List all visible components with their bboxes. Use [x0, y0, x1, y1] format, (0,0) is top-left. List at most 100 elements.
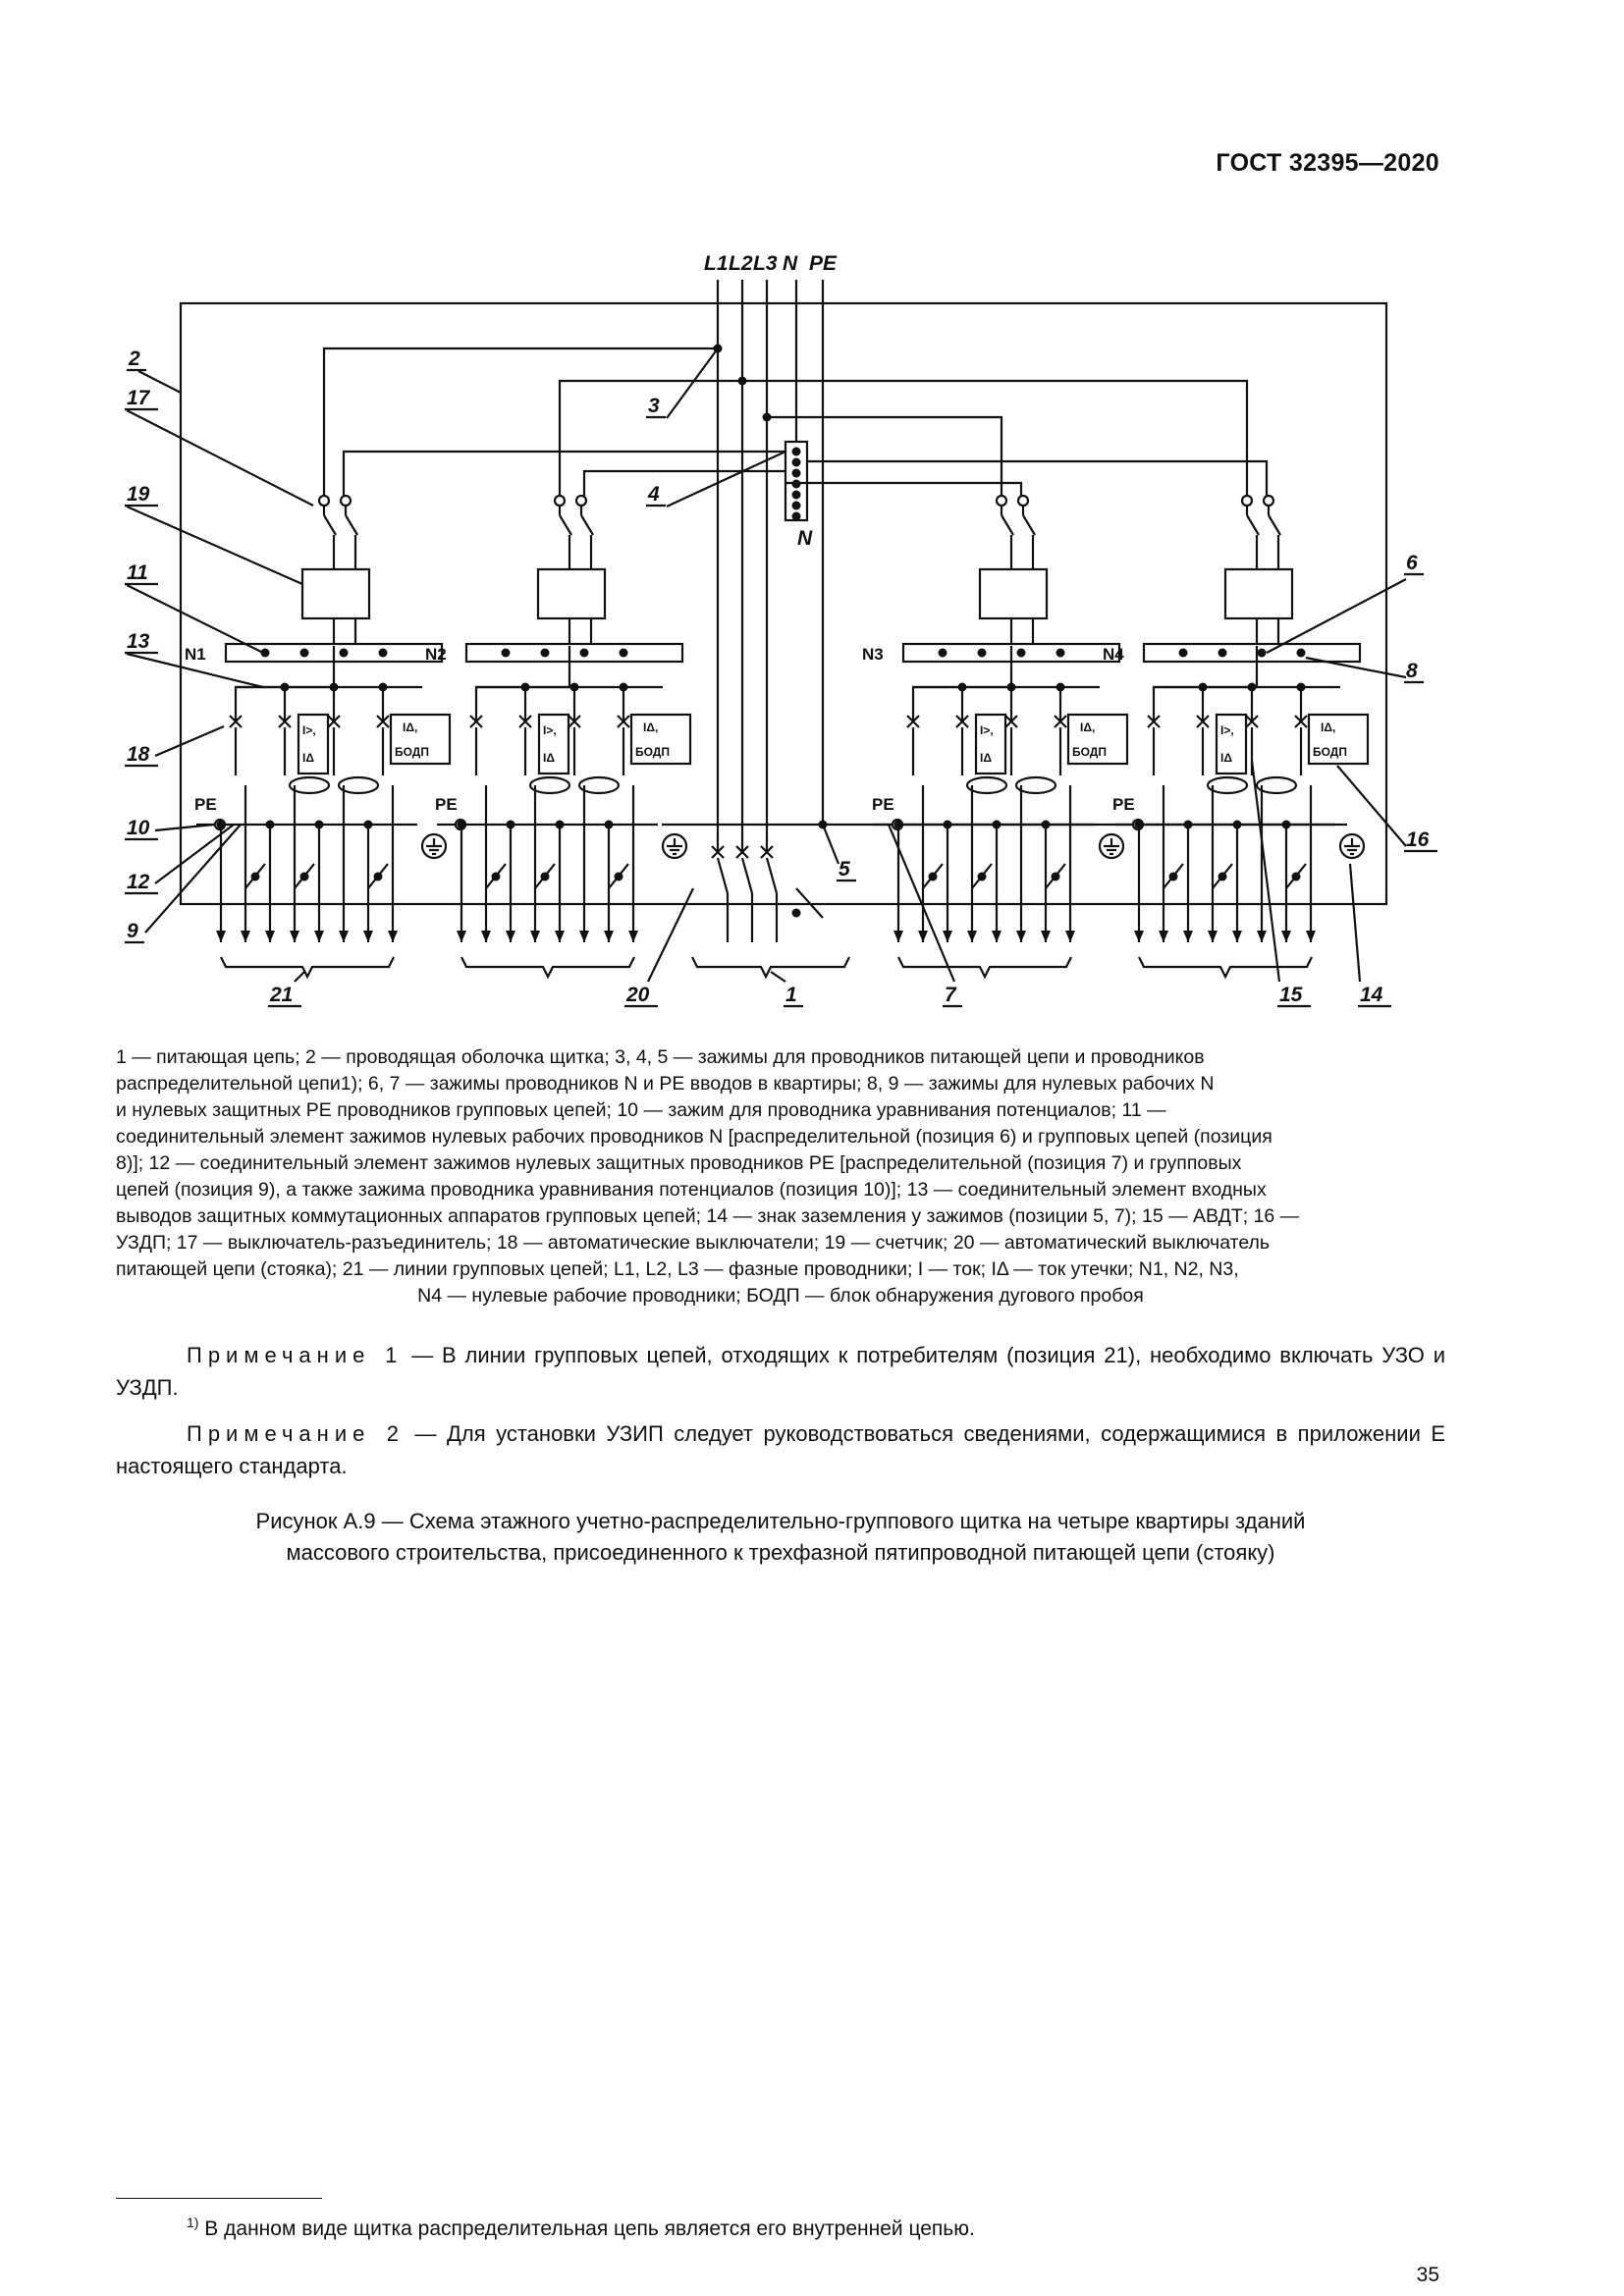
n-bus-terminal [1056, 648, 1065, 658]
afdd-label: БОДП [1072, 745, 1107, 759]
rcd-coil [577, 775, 621, 795]
junction-dot [619, 682, 628, 692]
wire [785, 481, 1023, 501]
breaker-mark [1147, 715, 1161, 728]
arrow-head [918, 931, 928, 942]
note-2: Примечание 2 — Для установки УЗИП следуе… [116, 1417, 1445, 1482]
feeder-blade [740, 857, 754, 894]
isolator-blade [559, 514, 572, 536]
isolator-contact [995, 494, 1008, 507]
bus-label-N: N [783, 252, 798, 275]
device-i-label: I>, [980, 723, 994, 737]
arrow-head [1281, 931, 1291, 942]
footnote: 1) В данном виде щитка распределительная… [187, 2215, 975, 2241]
arrow-head [241, 931, 250, 942]
breaker-mark [1294, 715, 1308, 728]
junction-dot [363, 820, 373, 829]
page-number: 35 [1416, 2264, 1439, 2286]
feeder-blade [716, 857, 730, 894]
junction-dot [737, 376, 747, 386]
arrow-head [555, 931, 565, 942]
junction-dot [314, 820, 324, 829]
n-bus-terminal [1016, 648, 1026, 658]
arrow-head [1257, 931, 1267, 942]
legend-line: питающей цепи (стояка); 21 — линии групп… [116, 1258, 1239, 1280]
n-bus-terminal [977, 648, 987, 658]
n-bus-bar [464, 642, 684, 664]
arrow-head [628, 931, 638, 942]
device-idelta-label: IΔ [543, 751, 555, 765]
isolator-blade [1268, 514, 1281, 536]
leader-line [770, 971, 786, 983]
breaker-dot [373, 872, 383, 881]
n-bus-terminal [619, 648, 628, 658]
breaker-mark [376, 715, 390, 728]
legend-line: и нулевых защитных PE проводников группо… [116, 1099, 1166, 1121]
leader-line [821, 824, 840, 865]
pe-label: PE [435, 795, 458, 814]
bus-label-L3: L3 [753, 252, 778, 275]
note-2-head: Примечание 2 [187, 1421, 406, 1446]
legend-line: соединительный элемент зажимов нулевых р… [116, 1126, 1272, 1148]
afdd-label: IΔ, [1321, 721, 1335, 734]
note-1: Примечание 1 — В линии групповых цепей, … [116, 1339, 1445, 1404]
callout-14: 14 [1360, 984, 1383, 1006]
isolator-blade [1022, 514, 1036, 536]
brace [1138, 956, 1313, 980]
isolator-blade [1001, 514, 1014, 536]
group-label-N2: N2 [425, 645, 447, 664]
arrow-head [1134, 931, 1144, 942]
isolator-blade [580, 514, 594, 536]
junction-dot [1198, 682, 1208, 692]
legend-line: 8)]; 12 — соединительный элемент зажимов… [116, 1152, 1242, 1174]
arrow-head [216, 931, 226, 942]
afdd-box [629, 713, 692, 766]
arrow-head [388, 931, 398, 942]
rcbo-box [974, 713, 1007, 775]
leader-line [1266, 578, 1407, 654]
rcbo-box [297, 713, 330, 775]
callout-21: 21 [269, 984, 293, 1006]
footnote-rule [116, 2198, 322, 2199]
legend: 1 — питающая цепь; 2 — проводящая оболоч… [116, 1044, 1445, 1309]
legend-line: распределительной цепи1); 6, 7 — зажимы … [116, 1073, 1215, 1095]
feeder-blade [765, 857, 779, 894]
leader-line [144, 824, 242, 934]
rcbo-box [1215, 713, 1248, 775]
arrow-head [1159, 931, 1168, 942]
leader-line [666, 451, 786, 507]
junction-dot [1232, 820, 1242, 829]
junction-dot [791, 908, 801, 918]
rcbo-box [537, 713, 570, 775]
junction-dot [1296, 682, 1306, 692]
isolator-contact [339, 494, 352, 507]
junction-dot [893, 820, 903, 829]
arrow-head [1232, 931, 1242, 942]
device-idelta-label: IΔ [302, 751, 314, 765]
breaker-mark [469, 715, 483, 728]
meter-box [300, 567, 371, 620]
junction-dot [555, 820, 565, 829]
junction-dot [762, 412, 772, 422]
breaker-dot [614, 872, 623, 881]
junction-dot [1134, 820, 1144, 829]
junction-dot [1281, 820, 1291, 829]
rcd-coil [965, 775, 1008, 795]
afdd-box [389, 713, 452, 766]
afdd-label: БОДП [1313, 745, 1347, 759]
junction-dot [378, 682, 388, 692]
junction-dot [280, 682, 290, 692]
rcd-coil [1255, 775, 1298, 795]
breaker-dot [250, 872, 260, 881]
group-label-N3: N3 [862, 645, 884, 664]
legend-line: цепей (позиция 9), а также зажима провод… [116, 1179, 1267, 1201]
bus-label-L1: L1 [704, 252, 729, 275]
callout-2: 2 [128, 347, 140, 370]
n-bus-terminal [1257, 648, 1267, 658]
breaker-mark [1245, 715, 1259, 728]
afdd-label: IΔ, [1080, 721, 1095, 734]
arrow-head [579, 931, 589, 942]
breaker-mark [906, 715, 920, 728]
afdd-box [1066, 713, 1129, 766]
arrow-head [1183, 931, 1193, 942]
